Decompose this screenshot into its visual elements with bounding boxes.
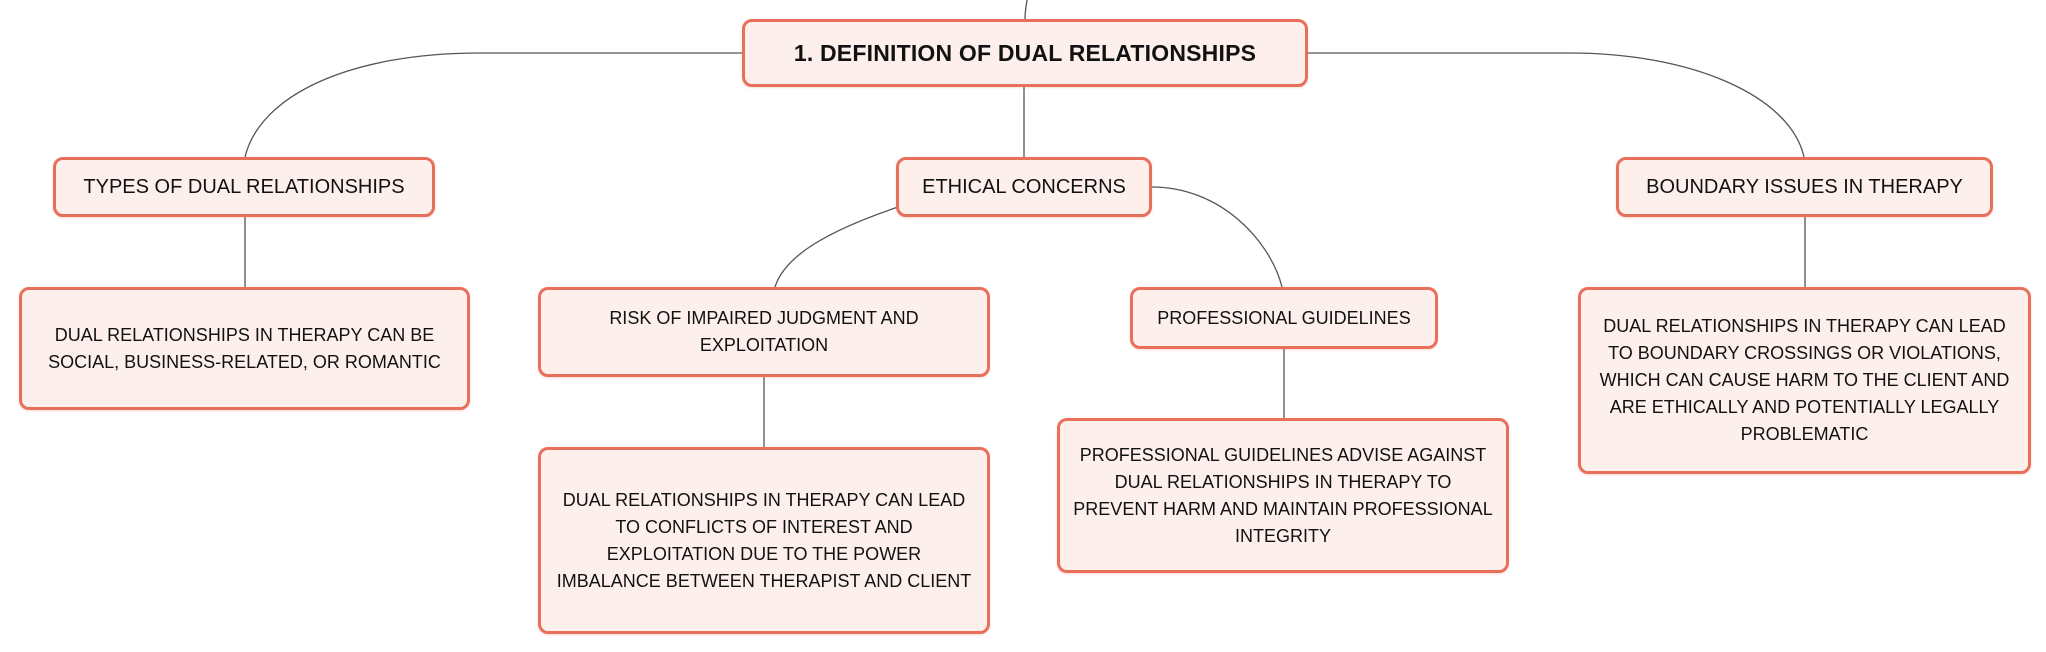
risk-of-impaired-judgment-label: RISK OF IMPAIRED JUDGMENT AND EXPLOITATI… xyxy=(609,308,919,355)
boundary-detail-node[interactable]: DUAL RELATIONSHIPS IN THERAPY CAN LEAD T… xyxy=(1578,287,2031,474)
root-topic-node[interactable]: 1. DEFINITION OF DUAL RELATIONSHIPS xyxy=(742,19,1308,87)
connector-ethical-risk xyxy=(774,206,899,288)
types-detail-text: DUAL RELATIONSHIPS IN THERAPY CAN BE SOC… xyxy=(48,324,441,372)
risk-detail-node[interactable]: DUAL RELATIONSHIPS IN THERAPY CAN LEAD T… xyxy=(538,447,990,634)
guidelines-detail-text: PROFESSIONAL GUIDELINES ADVISE AGAINST D… xyxy=(1073,444,1493,546)
risk-detail-text: DUAL RELATIONSHIPS IN THERAPY CAN LEAD T… xyxy=(556,489,972,591)
ethical-concerns-node[interactable]: ETHICAL CONCERNS xyxy=(896,157,1152,217)
connector-root-parent xyxy=(1024,0,1028,20)
boundary-issues-label: BOUNDARY ISSUES IN THERAPY xyxy=(1646,175,1963,198)
professional-guidelines-label: PROFESSIONAL GUIDELINES xyxy=(1157,307,1411,328)
boundary-issues-node[interactable]: BOUNDARY ISSUES IN THERAPY xyxy=(1616,157,1993,217)
types-detail-node[interactable]: DUAL RELATIONSHIPS IN THERAPY CAN BE SOC… xyxy=(19,287,470,410)
professional-guidelines-node[interactable]: PROFESSIONAL GUIDELINES xyxy=(1130,287,1438,349)
boundary-detail-text: DUAL RELATIONSHIPS IN THERAPY CAN LEAD T… xyxy=(1599,316,2010,444)
connector-ethical-guidelines xyxy=(1151,186,1283,288)
root-topic-label: 1. DEFINITION OF DUAL RELATIONSHIPS xyxy=(793,39,1257,66)
connector-root-types xyxy=(244,52,744,158)
risk-of-impaired-judgment-node[interactable]: RISK OF IMPAIRED JUDGMENT AND EXPLOITATI… xyxy=(538,287,990,377)
guidelines-detail-node[interactable]: PROFESSIONAL GUIDELINES ADVISE AGAINST D… xyxy=(1057,418,1509,573)
types-of-dual-relationships-node[interactable]: TYPES OF DUAL RELATIONSHIPS xyxy=(53,157,435,217)
types-of-dual-relationships-label: TYPES OF DUAL RELATIONSHIPS xyxy=(83,175,405,198)
connector-root-boundary xyxy=(1306,52,1805,158)
ethical-concerns-label: ETHICAL CONCERNS xyxy=(922,175,1126,198)
